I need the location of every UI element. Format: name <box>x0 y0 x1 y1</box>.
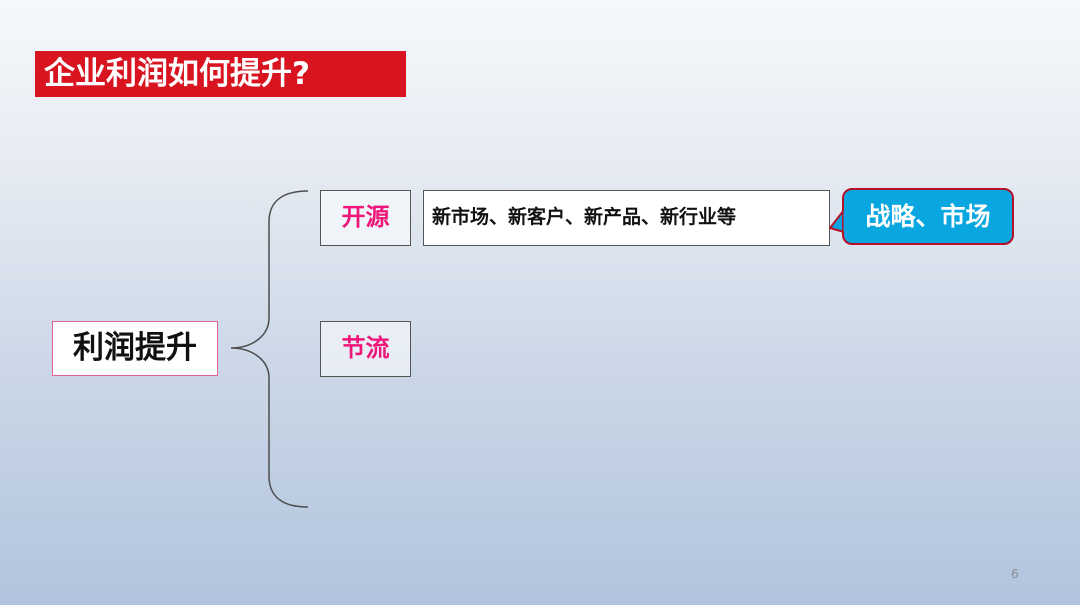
branch-detail-kaiyuan: 新市场、新客户、新产品、新行业等 <box>423 190 830 246</box>
page-number: 6 <box>1011 567 1019 581</box>
root-node: 利润提升 <box>52 321 218 376</box>
branch-node-kaiyuan: 开源 <box>320 190 411 246</box>
slide-title: 企业利润如何提升? <box>35 51 406 97</box>
callout-strategy-market: 战略、市场 <box>842 188 1014 245</box>
branch-node-jieliu: 节流 <box>320 321 411 377</box>
